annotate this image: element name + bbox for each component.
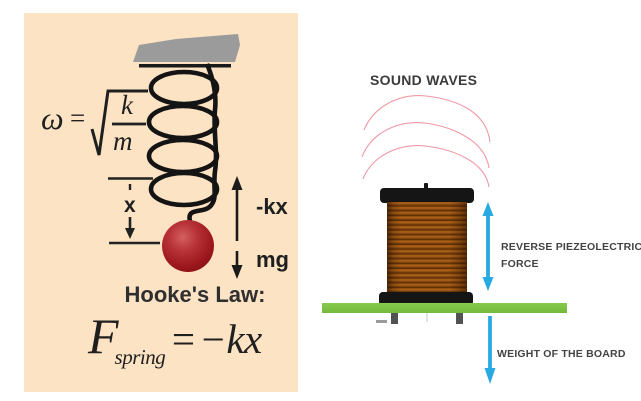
formula-subscript: spring: [114, 345, 166, 369]
ceiling-bar: [139, 64, 231, 68]
down-arrowhead: [231, 265, 243, 279]
reverse-force-line2: FORCE: [501, 258, 539, 270]
reverse-force-arrow: [482, 202, 494, 291]
mass-ball: [162, 220, 214, 272]
displacement-label: x: [124, 194, 136, 217]
hookes-law-title: Hooke's Law:: [124, 282, 266, 307]
weight-arrow: [484, 316, 496, 384]
board-pin-right: [456, 313, 463, 324]
displacement-arrowhead: [125, 228, 135, 239]
omega-equals: =: [70, 103, 86, 133]
circuit-board: [322, 303, 567, 313]
ceiling-mount: [133, 34, 240, 62]
up-arrowhead: [231, 176, 243, 190]
gravity-label: mg: [256, 247, 289, 272]
displacement-indicator: [108, 177, 160, 245]
hookes-formula: F spring = −kx: [88, 311, 262, 368]
formula-rhs: = −kx: [169, 316, 262, 362]
reverse-force-label: REVERSE PIEZEOLECTRIC FORCE: [501, 239, 641, 273]
coil-body: [387, 202, 467, 296]
numerator-k: k: [121, 90, 133, 120]
board-pin-middle: [426, 313, 428, 322]
spring: [146, 63, 220, 222]
weight-label: WEIGHT OF THE BOARD: [497, 348, 626, 360]
coil-top-cap: [380, 188, 474, 203]
formula-f: F: [88, 308, 119, 364]
coil-top-nub: [424, 183, 428, 190]
spring-force-label: -kx: [256, 194, 288, 219]
reverse-force-line1: REVERSE PIEZEOLECTRIC: [501, 241, 641, 253]
board-pin-left: [391, 313, 398, 324]
radical-sign: [90, 89, 148, 156]
board-dash: [376, 320, 387, 323]
sound-waves-label: SOUND WAVES: [370, 72, 478, 88]
denominator-m: m: [113, 126, 133, 156]
omega-symbol: ω: [41, 100, 64, 136]
sound-wave-arcs: [361, 95, 491, 188]
coil-bottom-cap: [379, 292, 473, 306]
